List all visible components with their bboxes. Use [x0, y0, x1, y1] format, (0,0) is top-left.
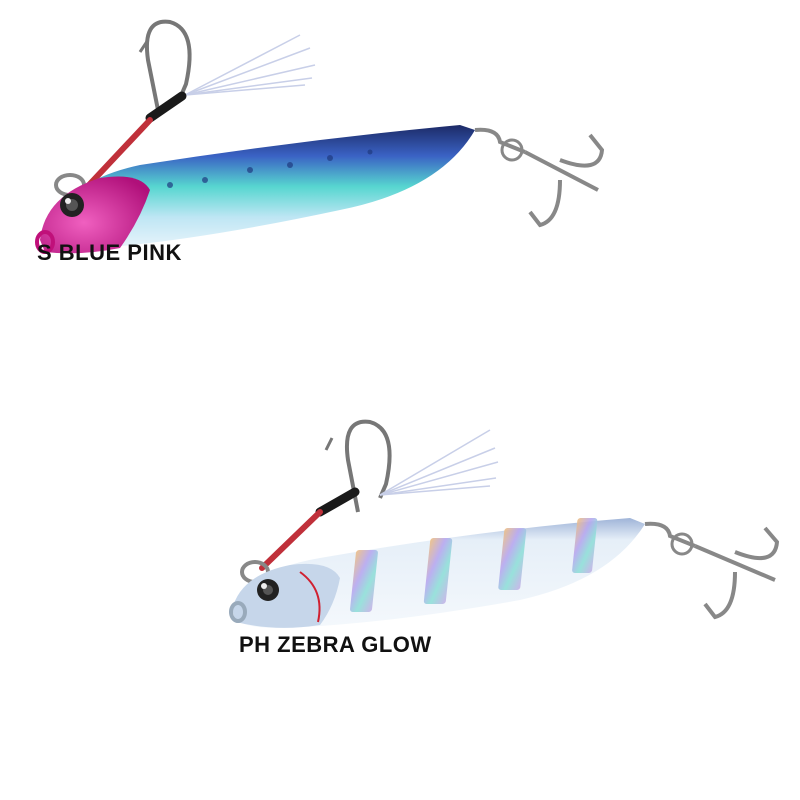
product-lure-s-blue-pink: S BLUE PINK — [0, 0, 800, 280]
product-label: S BLUE PINK — [37, 240, 182, 265]
product-lure-ph-zebra-glow: PH ZEBRA GLOW — [0, 400, 800, 680]
product-label: PH ZEBRA GLOW — [239, 632, 432, 657]
lure-image-zebra-glow — [229, 419, 780, 628]
lure-image-blue-pink — [35, 19, 605, 254]
